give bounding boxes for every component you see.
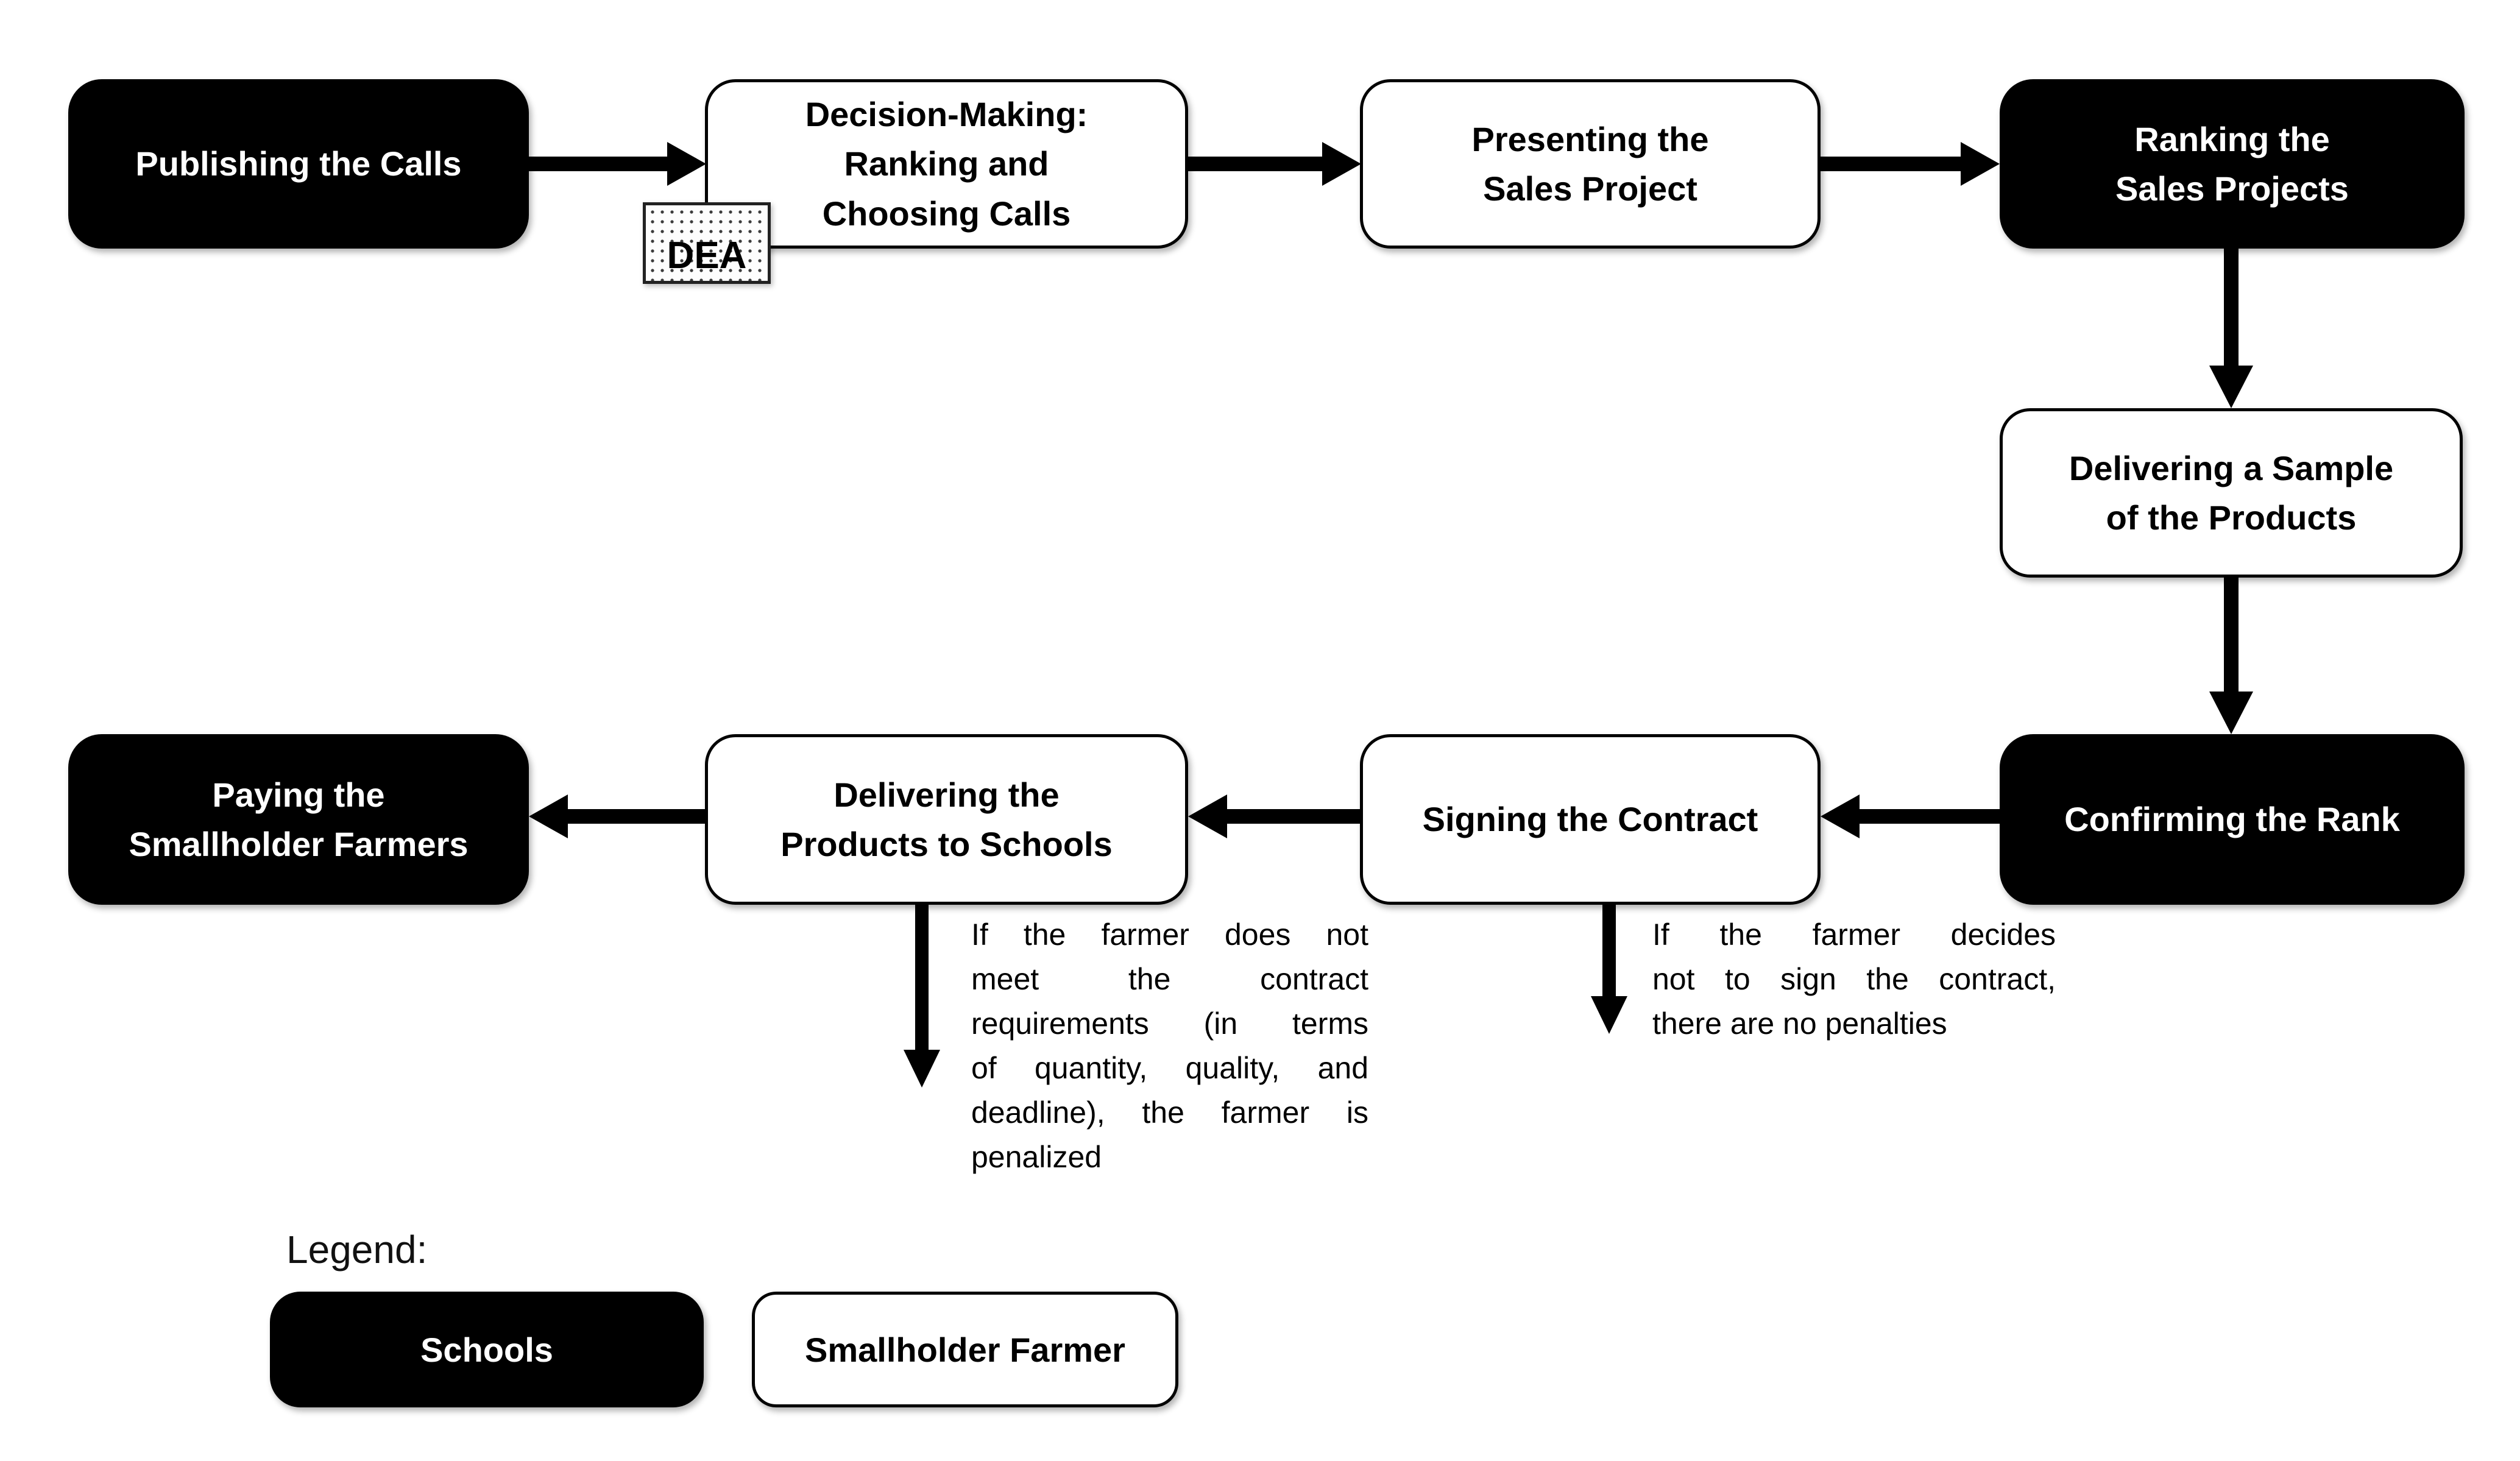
node-delivering-products-to-schools: Delivering the Products to Schools xyxy=(705,734,1188,905)
annotation-line: there are no penalties xyxy=(1652,1006,1947,1041)
annotation-line: penalized xyxy=(971,1140,1102,1174)
node-presenting-sales-project: Presenting the Sales Project xyxy=(1360,79,1821,249)
annotation-line: meet the contract xyxy=(971,962,1368,996)
annotation-contract-penalty: If the farmer does not meet the contract r… xyxy=(971,913,1368,1180)
node-label: Presenting the Sales Project xyxy=(1471,119,1709,208)
node-label: Confirming the Rank xyxy=(2064,800,2400,839)
dea-label: DEA xyxy=(667,235,747,277)
arrow-head-right-icon xyxy=(1322,142,1361,186)
dea-method-tag: DEA xyxy=(643,202,771,284)
legend-label: Schools xyxy=(420,1330,553,1369)
node-publishing-the-calls: Publishing the Calls xyxy=(68,79,529,249)
arrow-shaft xyxy=(528,157,669,171)
arrow-head-right-icon xyxy=(667,142,706,186)
node-paying-smallholder-farmers: Paying the Smallholder Farmers xyxy=(68,734,529,905)
arrow-head-left-icon xyxy=(529,794,568,838)
arrow-shaft xyxy=(1226,809,1360,824)
arrow-head-down-icon xyxy=(2209,692,2253,734)
arrow-head-right-icon xyxy=(1961,142,2000,186)
annotation-no-sign-no-penalty: If the farmer decides not to sign the con… xyxy=(1652,913,2056,1046)
arrow-head-down-icon xyxy=(904,1050,940,1088)
annotation-line: deadline), the farmer is xyxy=(971,1095,1368,1130)
node-decision-making: Decision-Making: Ranking and Choosing Ca… xyxy=(705,79,1188,249)
arrow-head-left-icon xyxy=(1188,794,1227,838)
node-confirming-the-rank: Confirming the Rank xyxy=(2000,734,2465,905)
annotation-line: of quantity, quality, and xyxy=(971,1051,1368,1085)
node-label: Delivering the Products to Schools xyxy=(780,775,1113,863)
node-label: Publishing the Calls xyxy=(135,144,462,183)
legend-item-smallholder-farmer: Smallholder Farmer xyxy=(752,1292,1178,1407)
arrow-shaft xyxy=(2224,576,2239,693)
node-label: Paying the Smallholder Farmers xyxy=(129,775,469,863)
annotation-line: If the farmer does not xyxy=(971,918,1368,952)
arrow-head-left-icon xyxy=(1821,794,1860,838)
legend-item-schools: Schools xyxy=(270,1292,704,1407)
node-label: Signing the Contract xyxy=(1422,800,1758,839)
annotation-line: requirements (in terms xyxy=(971,1006,1368,1041)
arrow-shaft xyxy=(1858,809,2000,824)
node-ranking-sales-projects: Ranking the Sales Projects xyxy=(2000,79,2465,249)
arrow-shaft xyxy=(1602,904,1616,997)
legend-label: Smallholder Farmer xyxy=(805,1330,1125,1369)
arrow-shaft xyxy=(915,904,929,1051)
arrow-shaft xyxy=(567,809,705,824)
node-label: Delivering a Sample of the Products xyxy=(2069,448,2394,537)
node-delivering-sample: Delivering a Sample of the Products xyxy=(2000,408,2463,578)
arrow-shaft xyxy=(2224,247,2239,367)
annotation-line: not to sign the contract, xyxy=(1652,962,2056,996)
arrow-shaft xyxy=(1187,157,1324,171)
node-label: Ranking the Sales Projects xyxy=(2115,119,2349,208)
arrow-shaft xyxy=(1819,157,1963,171)
arrow-head-down-icon xyxy=(1591,996,1627,1034)
arrow-head-down-icon xyxy=(2209,366,2253,408)
node-signing-the-contract: Signing the Contract xyxy=(1360,734,1821,905)
node-label: Decision-Making: Ranking and Choosing Ca… xyxy=(805,95,1088,233)
annotation-line: If the farmer decides xyxy=(1652,918,2056,952)
legend-title: Legend: xyxy=(286,1228,428,1272)
